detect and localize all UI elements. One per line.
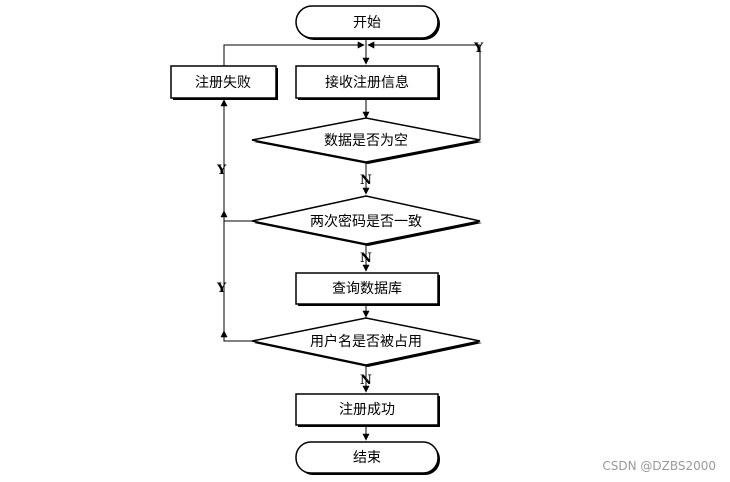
user-yes-label: Y bbox=[216, 281, 227, 296]
edge-check-pwd-yes bbox=[220, 99, 252, 222]
check-user-node: 用户名是否被占用 bbox=[251, 317, 482, 367]
end-label: 结束 bbox=[353, 450, 381, 466]
pwd-no-label: N bbox=[360, 251, 372, 266]
success-label: 注册成功 bbox=[339, 402, 395, 418]
empty-yes-label: Y bbox=[473, 41, 484, 56]
query-db-node: 查询数据库 bbox=[295, 272, 440, 306]
receive-node: 接收注册信息 bbox=[295, 65, 440, 100]
pwd-yes-label: Y bbox=[216, 163, 227, 178]
check-pwd-label: 两次密码是否一致 bbox=[310, 213, 422, 230]
user-no-label: N bbox=[360, 373, 372, 388]
edge-fail-to-receive bbox=[223, 41, 365, 66]
query-db-label: 查询数据库 bbox=[332, 281, 402, 297]
empty-no-label: N bbox=[360, 173, 372, 188]
check-empty-label: 数据是否为空 bbox=[324, 133, 408, 149]
start-label: 开始 bbox=[353, 15, 381, 31]
check-pwd-node: 两次密码是否一致 bbox=[251, 195, 482, 246]
check-user-label: 用户名是否被占用 bbox=[310, 333, 422, 350]
check-empty-node: 数据是否为空 bbox=[251, 117, 482, 164]
start-node: 开始 bbox=[295, 5, 440, 40]
success-node: 注册成功 bbox=[295, 393, 440, 427]
end-node: 结束 bbox=[295, 441, 440, 475]
receive-label: 接收注册信息 bbox=[325, 74, 409, 91]
fail-label: 注册失败 bbox=[195, 75, 251, 91]
watermark: CSDN @DZBS2000 bbox=[602, 459, 716, 473]
edge-check-user-yes bbox=[223, 221, 252, 342]
edges bbox=[220, 38, 481, 441]
fail-node: 注册失败 bbox=[170, 65, 278, 100]
edge-check-empty-yes bbox=[367, 41, 481, 140]
